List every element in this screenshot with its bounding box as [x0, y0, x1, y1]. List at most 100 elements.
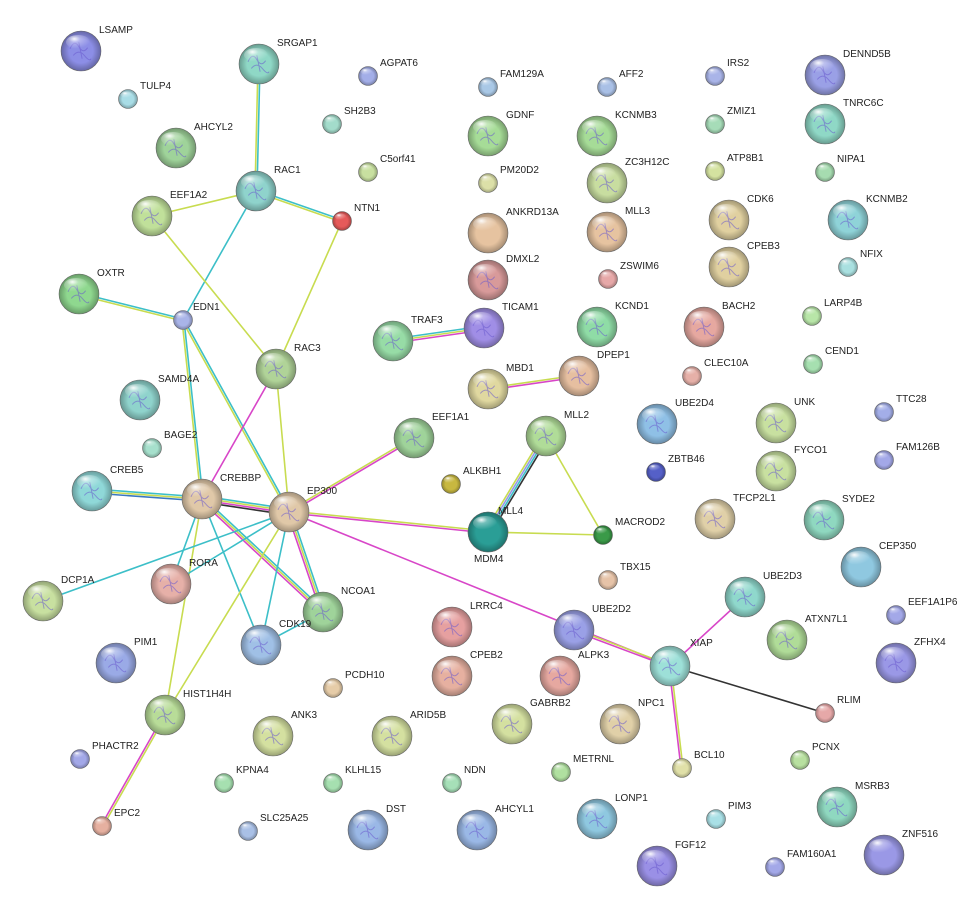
node-hist1h4h[interactable]: HIST1H4H	[144, 689, 231, 736]
node-pm20d2[interactable]: PM20D2	[478, 165, 540, 193]
node-ankrd13a[interactable]: ANKRD13A	[467, 207, 559, 254]
node-rora[interactable]: RORA	[150, 558, 218, 605]
node-zmiz1[interactable]: ZMIZ1	[705, 106, 757, 134]
node-zbtb46[interactable]: ZBTB46	[646, 454, 706, 482]
node-lsamp[interactable]: LSAMP	[60, 25, 133, 72]
node-eef1a1p6[interactable]: EEF1A1P6	[886, 597, 958, 625]
node-fyco1[interactable]: FYCO1	[755, 445, 828, 492]
node-nipa1[interactable]: NIPA1	[815, 154, 866, 182]
node-epc2[interactable]: EPC2	[92, 808, 141, 836]
node-larp4b[interactable]: LARP4B	[802, 298, 863, 326]
node-zc3h12c[interactable]: ZC3H12C	[586, 157, 669, 204]
node-xiap[interactable]: XIAP	[649, 638, 713, 687]
node-gdnf[interactable]: GDNF	[467, 110, 534, 157]
node-pcnx[interactable]: PCNX	[790, 742, 841, 770]
node-macrod2[interactable]: MACROD2	[593, 517, 666, 545]
node-oxtr[interactable]: OXTR	[58, 268, 125, 315]
node-pim1[interactable]: PIM1	[95, 637, 158, 684]
node-edn1[interactable]: EDN1	[173, 302, 221, 330]
node-dst[interactable]: DST	[347, 804, 406, 851]
node-arid5b[interactable]: ARID5B	[371, 710, 446, 757]
node-tnrc6c[interactable]: TNRC6C	[804, 98, 884, 145]
node-creb5[interactable]: CREB5	[71, 465, 144, 512]
node-pcdh10[interactable]: PCDH10	[323, 670, 385, 698]
node-atp8b1[interactable]: ATP8B1	[705, 153, 764, 181]
node-srgap1[interactable]: SRGAP1	[238, 38, 318, 85]
node-mll2[interactable]: MLL2	[525, 410, 589, 457]
node-atxn7l1[interactable]: ATXN7L1	[766, 614, 848, 661]
node-eef1a2[interactable]: EEF1A2	[131, 190, 208, 237]
node-ttc28[interactable]: TTC28	[874, 394, 928, 422]
node-ahcyl2[interactable]: AHCYL2	[155, 122, 233, 169]
node-cdk6[interactable]: CDK6	[708, 194, 774, 241]
node-ntn1[interactable]: NTN1	[332, 203, 381, 231]
node-ahcyl1[interactable]: AHCYL1	[456, 804, 534, 851]
node-bage2[interactable]: BAGE2	[142, 430, 198, 458]
node-ube2d2[interactable]: UBE2D2	[553, 604, 631, 651]
node-crebbp[interactable]: CREBBP	[181, 473, 261, 520]
node-eef1a1[interactable]: EEF1A1	[393, 412, 470, 459]
node-ncoa1[interactable]: NCOA1	[302, 586, 376, 633]
node-agpat6[interactable]: AGPAT6	[358, 58, 419, 86]
node-nfix[interactable]: NFIX	[838, 249, 884, 277]
node-cep350[interactable]: CEP350	[840, 541, 917, 588]
node-samd4a[interactable]: SAMD4A	[119, 374, 199, 421]
node-tulp4[interactable]: TULP4	[118, 81, 172, 109]
node-cpeb2[interactable]: CPEB2	[431, 650, 503, 697]
node-mdm4[interactable]: MDM4	[467, 511, 509, 565]
node-kpna4[interactable]: KPNA4	[214, 765, 270, 793]
node-dcp1a[interactable]: DCP1A	[22, 575, 95, 622]
node-kcnmb3[interactable]: KCNMB3	[576, 110, 657, 157]
node-mll3[interactable]: MLL3	[586, 206, 650, 253]
node-zfhx4[interactable]: ZFHX4	[875, 637, 946, 684]
node-cpeb3[interactable]: CPEB3	[708, 241, 780, 288]
node-msrb3[interactable]: MSRB3	[816, 781, 890, 828]
node-kcnmb2[interactable]: KCNMB2	[827, 194, 908, 241]
node-mbd1[interactable]: MBD1	[467, 363, 534, 410]
node-ep300[interactable]: EP300	[268, 486, 337, 533]
node-ticam1[interactable]: TICAM1	[463, 302, 539, 349]
node-metrnl[interactable]: METRNL	[551, 754, 615, 782]
node-ank3[interactable]: ANK3	[252, 710, 318, 757]
node-bcl10[interactable]: BCL10	[672, 750, 726, 778]
node-cdk19[interactable]: CDK19	[240, 619, 312, 666]
node-kcnd1[interactable]: KCND1	[576, 301, 649, 348]
node-tbx15[interactable]: TBX15	[598, 562, 652, 590]
node-ndn[interactable]: NDN	[442, 765, 486, 793]
node-zswim6[interactable]: ZSWIM6	[598, 261, 660, 289]
node-tfcp2l1[interactable]: TFCP2L1	[694, 493, 776, 540]
node-clec10a[interactable]: CLEC10A	[682, 358, 749, 386]
node-pim3[interactable]: PIM3	[706, 801, 752, 829]
node-fgf12[interactable]: FGF12	[636, 840, 707, 887]
node-rlim[interactable]: RLIM	[815, 695, 861, 723]
node-lrrc4[interactable]: LRRC4	[431, 601, 503, 648]
node-dennd5b[interactable]: DENND5B	[804, 49, 891, 96]
node-bach2[interactable]: BACH2	[683, 301, 756, 348]
node-ube2d3[interactable]: UBE2D3	[724, 571, 802, 618]
node-slc25a25[interactable]: SLC25A25	[238, 813, 309, 841]
node-cend1[interactable]: CEND1	[803, 346, 860, 374]
node-phactr2[interactable]: PHACTR2	[70, 741, 140, 769]
node-aff2[interactable]: AFF2	[597, 69, 644, 97]
node-syde2[interactable]: SYDE2	[803, 494, 875, 541]
node-dpep1[interactable]: DPEP1	[558, 350, 630, 397]
node-dmxl2[interactable]: DMXL2	[467, 254, 540, 301]
node-alpk3[interactable]: ALPK3	[539, 650, 610, 697]
node-lonp1[interactable]: LONP1	[576, 793, 648, 840]
node-fam129a[interactable]: FAM129A	[478, 69, 545, 97]
node-gabrb2[interactable]: GABRB2	[491, 698, 571, 745]
node-ube2d4[interactable]: UBE2D4	[636, 398, 714, 445]
node-rac1[interactable]: RAC1	[235, 165, 301, 212]
node-rac3[interactable]: RAC3	[255, 343, 321, 390]
node-fam126b[interactable]: FAM126B	[874, 442, 941, 470]
node-sh2b3[interactable]: SH2B3	[322, 106, 377, 134]
node-irs2[interactable]: IRS2	[705, 58, 750, 86]
node-klhl15[interactable]: KLHL15	[323, 765, 382, 793]
node-alkbh1[interactable]: ALKBH1	[441, 466, 502, 494]
node-unk[interactable]: UNK	[755, 397, 815, 444]
node-c5orf41[interactable]: C5orf41	[358, 154, 417, 182]
node-traf3[interactable]: TRAF3	[372, 315, 443, 362]
node-npc1[interactable]: NPC1	[599, 698, 665, 745]
node-fam160a1[interactable]: FAM160A1	[765, 849, 837, 877]
node-znf516[interactable]: ZNF516	[863, 829, 939, 876]
